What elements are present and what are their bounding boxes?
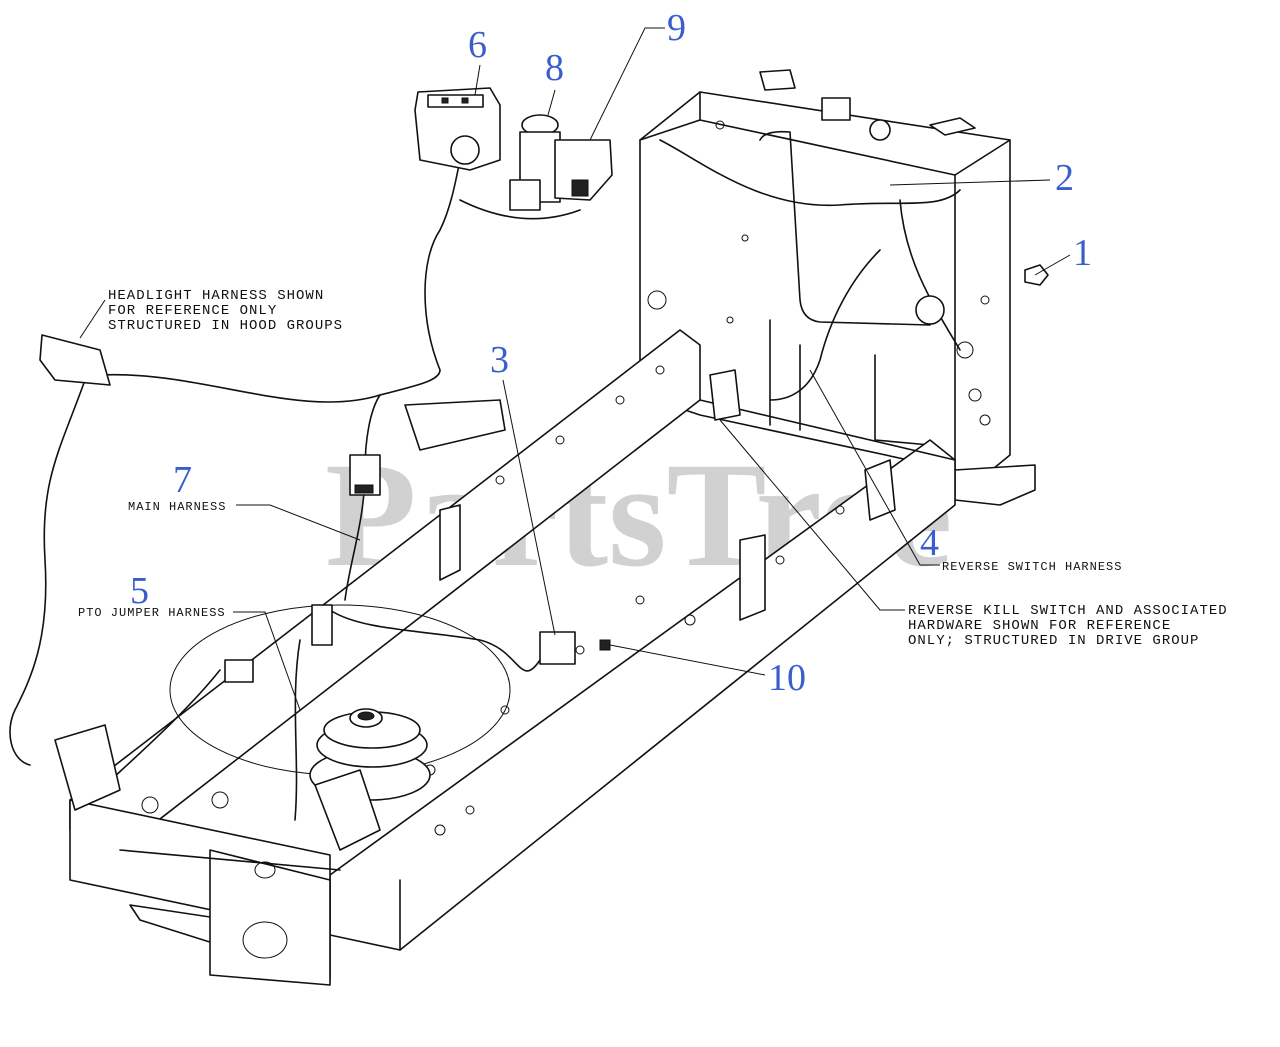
switch-part-8 [509,114,561,211]
callout-10: 10 [768,657,806,699]
reverse-kill-note-line-3: ONLY; STRUCTURED IN DRIVE GROUP [908,633,1199,649]
bolt-part-1 [1024,264,1049,286]
leader-lines [79,27,1071,711]
seat-switch-assemblies [54,724,381,851]
headlight-note-line-3: STRUCTURED IN HOOD GROUPS [108,318,343,334]
reverse-switch-bracket [709,369,896,521]
headlight-note-line-1: HEADLIGHT HARNESS SHOWN [108,288,324,304]
callout-1: 1 [1073,232,1092,274]
reverse-switch-harness-label: REVERSE SWITCH HARNESS [942,560,1122,574]
main-chassis-frame [69,329,956,986]
engine-pulley [309,708,431,801]
callout-2: 2 [1055,157,1074,199]
headlight-note-line-2: FOR REFERENCE ONLY [108,303,277,319]
pto-connector [224,604,333,683]
callout-6: 6 [468,24,487,66]
connector-part-10 [539,631,611,665]
callout-7: 7 [173,459,192,501]
callout-5: 5 [130,570,149,612]
harness-part-2 [821,97,945,325]
reverse-kill-note-line-1: REVERSE KILL SWITCH AND ASSOCIATED [908,603,1228,619]
callout-9: 9 [667,7,686,49]
callout-4: 4 [920,522,939,564]
main-harness-connector [349,454,381,496]
callout-3: 3 [490,339,509,381]
pto-jumper-harness-label: PTO JUMPER HARNESS [78,606,226,620]
callout-8: 8 [545,47,564,89]
main-harness-label: MAIN HARNESS [128,500,226,514]
headlight-connector [39,334,506,451]
switch-part-9 [554,139,613,201]
reverse-kill-note-line-2: HARDWARE SHOWN FOR REFERENCE [908,618,1171,634]
ignition-switch-part-6 [414,87,501,171]
